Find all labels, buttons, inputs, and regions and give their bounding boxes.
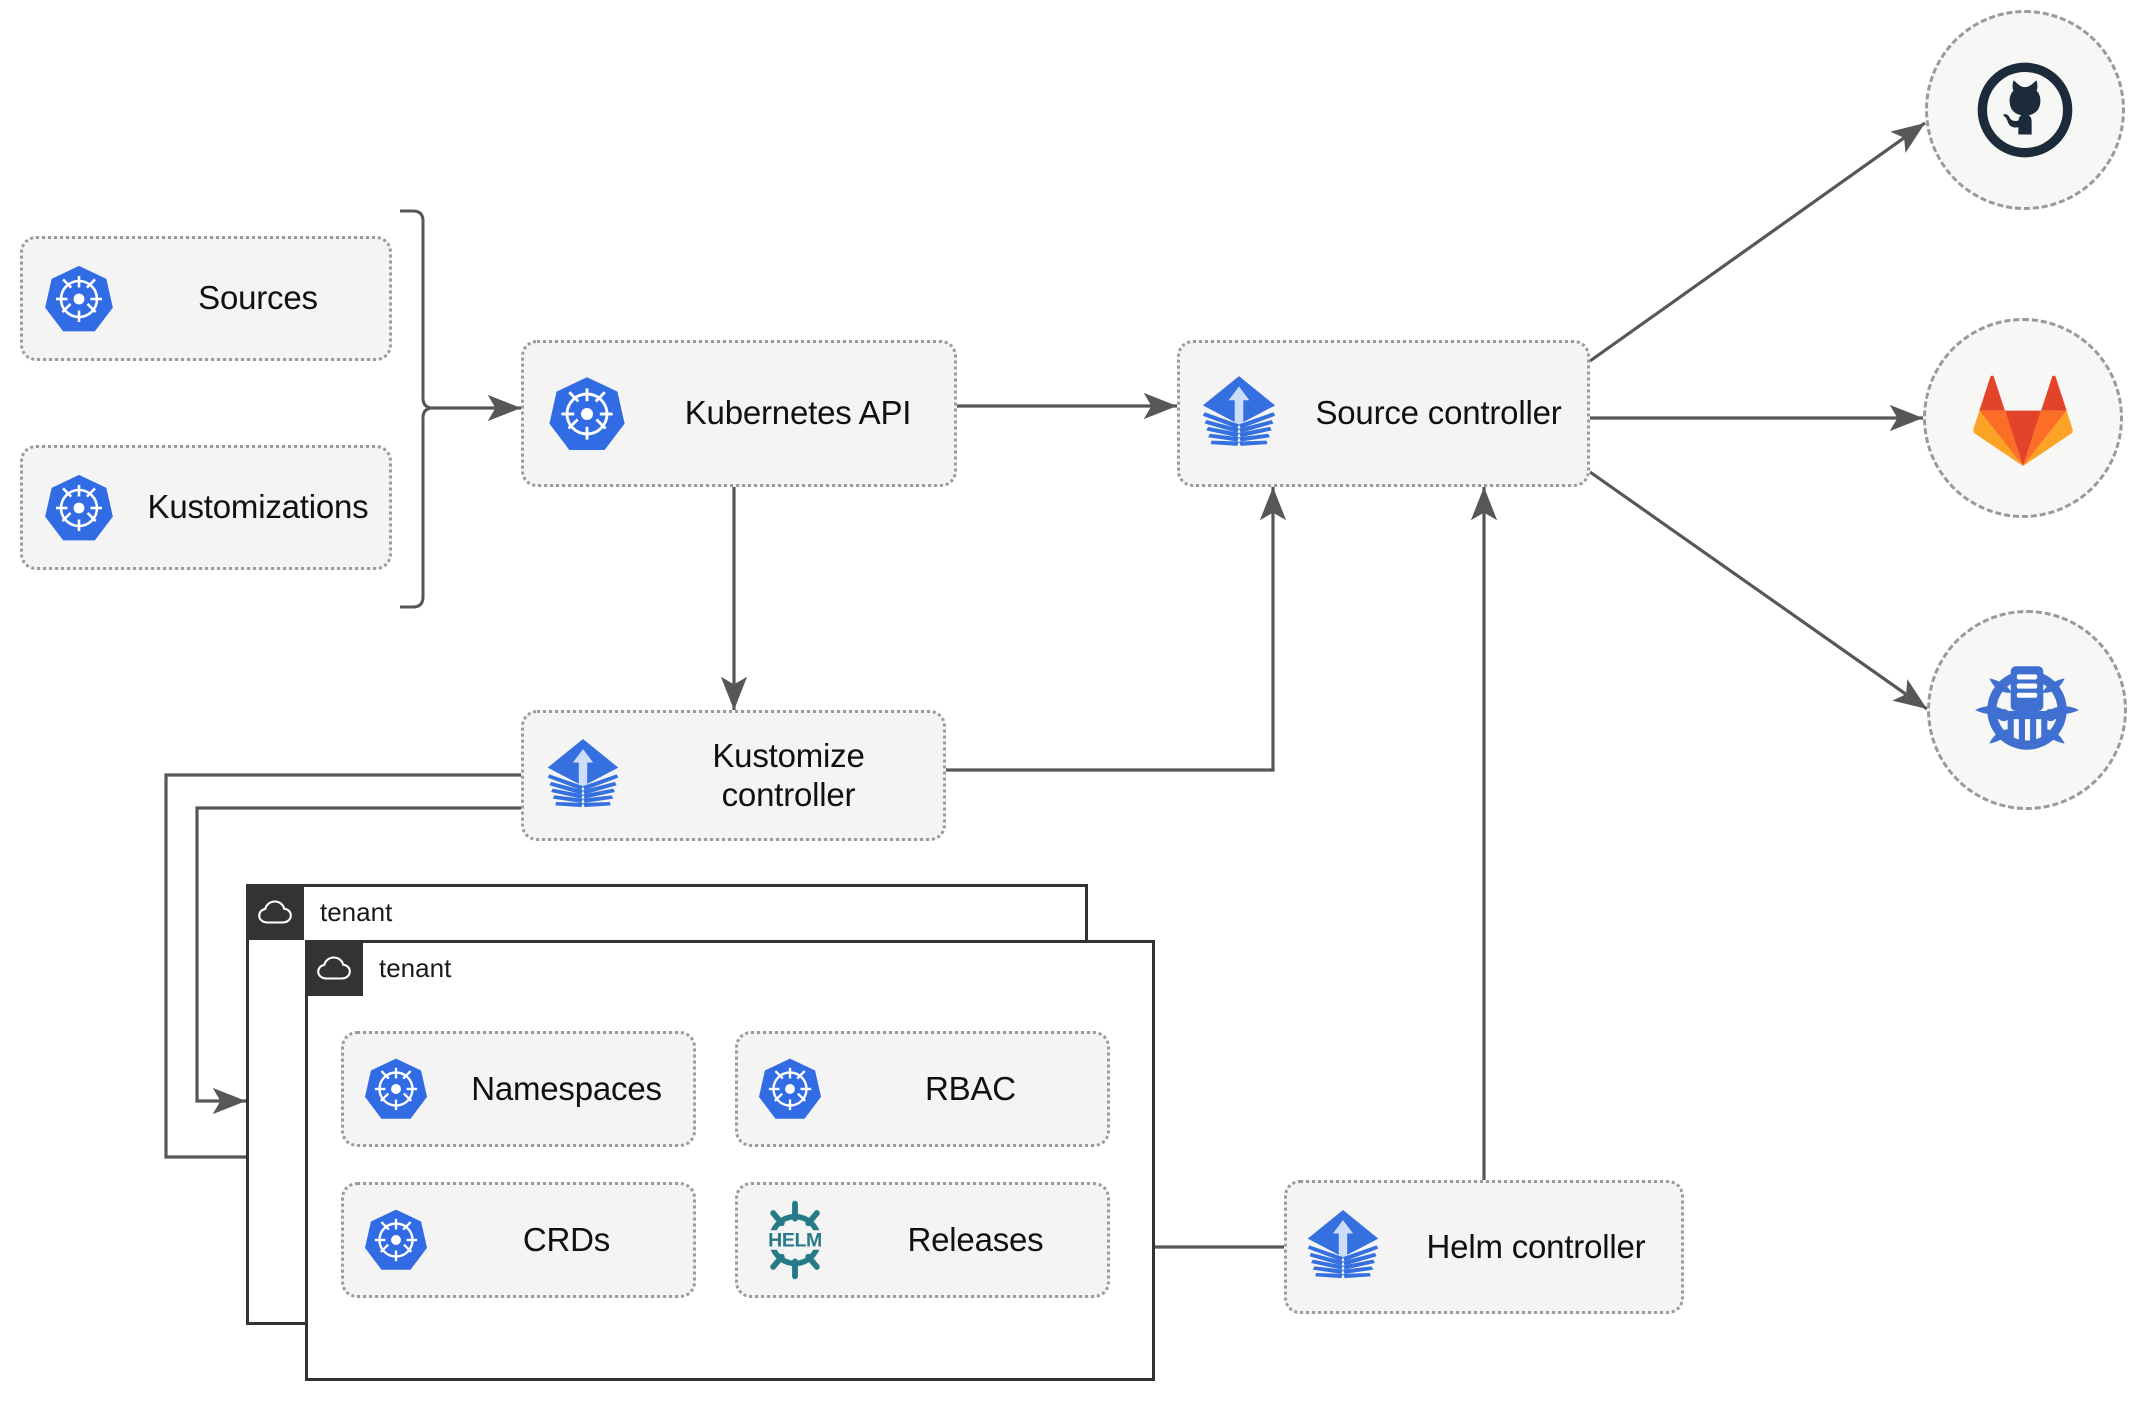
flux-icon [1180,371,1298,457]
node-label: Helm controller [1426,1227,1646,1265]
node-label: Sources [198,279,318,317]
node-namespaces[interactable]: Namespaces [341,1031,696,1147]
edge-kustomize-to-source [946,486,1287,772]
kubernetes-icon [344,1207,448,1273]
node-label: Kubernetes API [684,394,912,432]
kubernetes-icon [23,472,135,544]
gitlab-icon [1973,375,2073,467]
node-label: Source controller [1315,394,1562,432]
kubernetes-icon [344,1056,448,1122]
node-label: Kustomize controller [712,737,865,813]
node-crds[interactable]: CRDs [341,1182,696,1298]
tenant-header: tenant [246,884,392,940]
endpoint-github[interactable] [1925,10,2125,210]
tenant-header: tenant [305,940,451,996]
node-label: CRDs [522,1220,611,1258]
kubernetes-icon [23,263,135,335]
tenant-label: tenant [320,896,393,927]
node-helm-controller[interactable]: Helm controller [1284,1180,1684,1314]
group-bracket [400,209,434,609]
node-label: Releases [907,1220,1044,1258]
node-kustomizations[interactable]: Kustomizations [20,445,392,570]
kubernetes-icon [738,1056,842,1122]
node-releases[interactable]: HELM Releases [735,1182,1110,1298]
svg-text:HELM: HELM [768,1230,822,1252]
cloud-icon [246,884,304,940]
flux-icon [1287,1205,1399,1289]
node-label: Kustomizations [147,488,369,526]
node-label: Namespaces [471,1069,662,1107]
node-kustomize-controller[interactable]: Kustomize controller [521,710,946,841]
node-kubernetes-api[interactable]: Kubernetes API [521,340,957,487]
container-registry-icon [1975,666,2079,750]
github-icon [1977,62,2073,158]
tenant-container-inner: tenant [305,940,1155,1381]
tenant-label: tenant [379,952,452,983]
node-rbac[interactable]: RBAC [735,1031,1110,1147]
helm-icon: HELM [738,1199,852,1281]
kubernetes-icon [524,374,650,454]
endpoint-gitlab[interactable] [1923,318,2123,518]
node-source-controller[interactable]: Source controller [1177,340,1590,487]
node-label: RBAC [925,1069,1016,1107]
node-sources[interactable]: Sources [20,236,392,361]
edge-source-to-github [1589,121,1926,363]
endpoint-container-registry[interactable] [1927,610,2127,810]
flux-icon [524,734,642,818]
edge-source-to-registry [1589,470,1928,711]
cloud-icon [305,940,363,996]
